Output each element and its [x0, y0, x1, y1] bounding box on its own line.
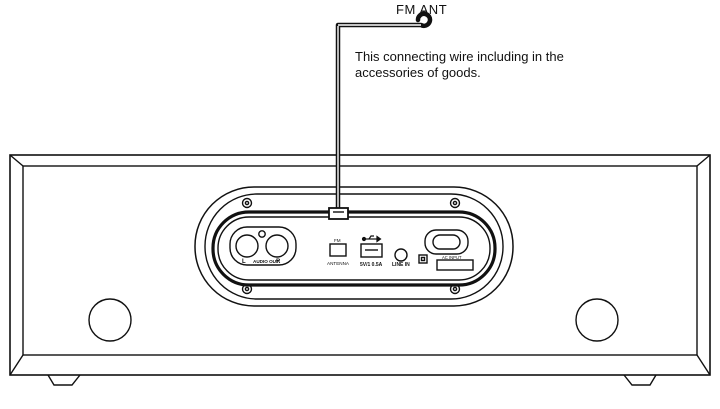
ac-input-socket [418, 229, 474, 271]
antenna-label: ANTENNA [327, 261, 350, 266]
wire-note: This connecting wire including in the ac… [355, 49, 564, 81]
ac-input-label: AC INPUT [442, 255, 462, 260]
right-foot [623, 374, 657, 386]
audio-out-left-jack [235, 234, 259, 258]
audio-out-right-jack [265, 234, 289, 258]
usb-port [360, 243, 383, 258]
left-foot [47, 374, 81, 386]
fm-antenna-wire [335, 11, 433, 214]
fm-antenna-socket [329, 243, 347, 257]
audio-left-label: L [242, 259, 246, 265]
wire-note-line-1: This connecting wire including in the [355, 49, 564, 64]
wire-note-line-2: accessories of goods. [355, 65, 481, 80]
fm-antenna-title: FM ANT [396, 2, 448, 17]
usb-rating-label: 5V/1 0.5A [360, 262, 383, 268]
fm-label: FM [334, 238, 341, 243]
left-round-pad [88, 298, 132, 342]
connector-panel [194, 186, 514, 307]
line-in-label: LINE IN [392, 262, 410, 268]
audio-out-label: AUDIO OUT [253, 259, 279, 264]
audio-out-jacks [229, 226, 297, 266]
right-round-pad [575, 298, 619, 342]
line-in-jack [394, 248, 408, 262]
radio-cabinet [9, 154, 711, 376]
audio-right-label: R [276, 259, 281, 265]
antenna-plug [328, 207, 349, 220]
usb-icon [361, 235, 382, 243]
